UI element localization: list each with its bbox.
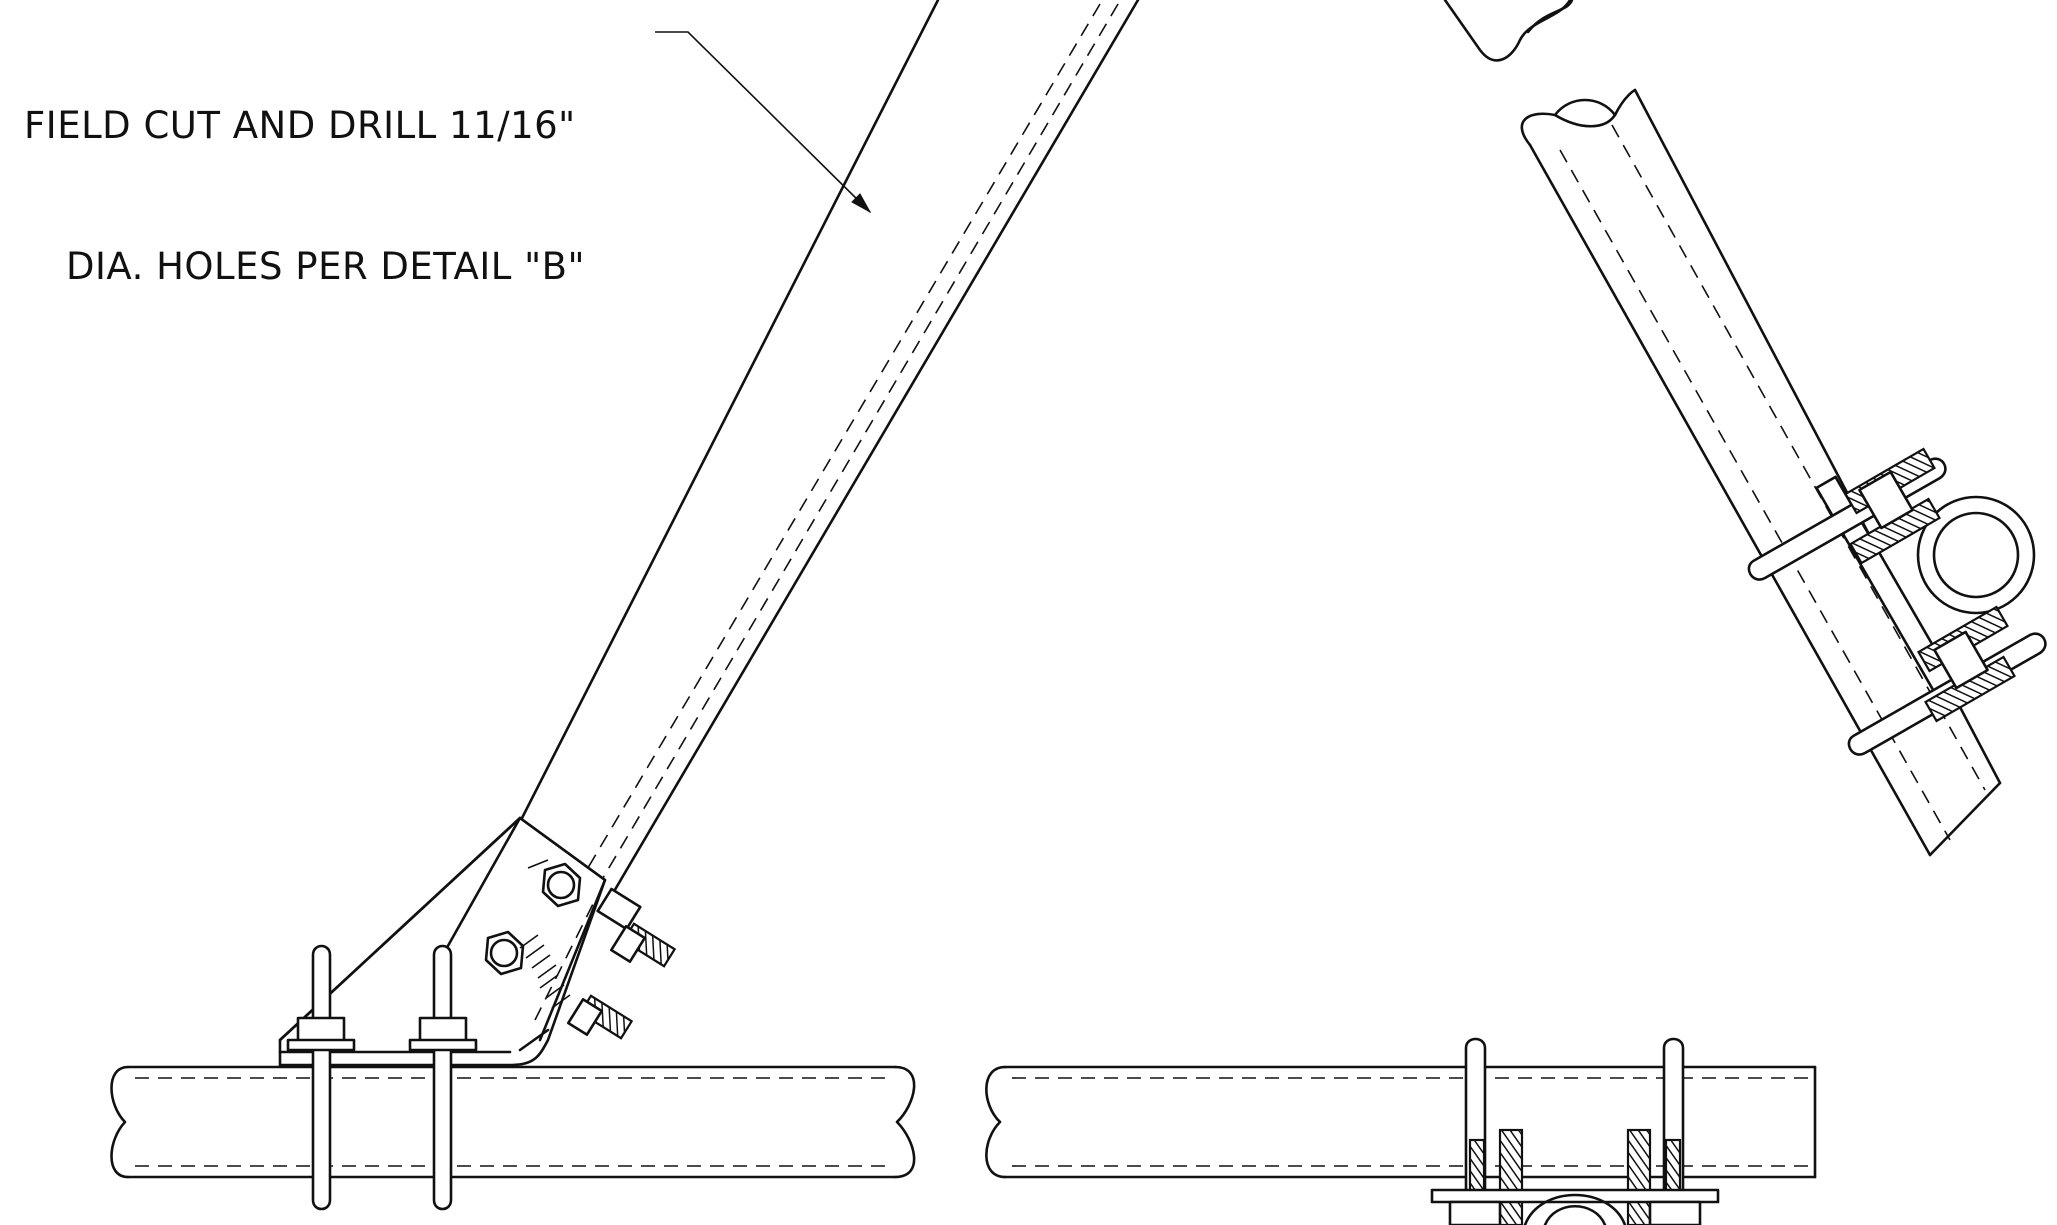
bracket-bolt-ticks (519, 934, 571, 1009)
u-bolt-left-a (286, 944, 356, 1211)
callout-line-1: FIELD CUT AND DRILL 11/16" (24, 104, 576, 147)
diagonal-pipe-left (519, 0, 1140, 916)
clamp-u-bolt-lower (1847, 605, 2047, 756)
callout-note: FIELD CUT AND DRILL 11/16" DIA. HOLES PE… (24, 8, 585, 337)
callout-line-2: DIA. HOLES PER DETAIL "B" (66, 245, 586, 288)
clamp-u-bolt-upper (1747, 447, 1947, 581)
pipe-clamp-ring (1916, 495, 2036, 615)
u-bolt-left-b (408, 944, 478, 1211)
bracket-nut-lower (484, 930, 525, 976)
bottom-clamp (1430, 1037, 1720, 1225)
horizontal-pipe-left (110, 1065, 916, 1179)
cut-tube-top (1443, 0, 1574, 62)
bracket-side-bolt-upper (596, 887, 677, 968)
leader-line (655, 31, 872, 214)
bracket-side-bolt-lower (566, 994, 634, 1040)
horizontal-pipe-right (985, 1065, 1817, 1179)
bracket-nut-upper (527, 859, 582, 908)
